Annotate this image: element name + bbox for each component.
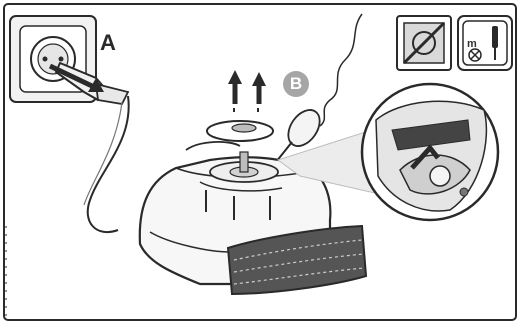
step-b-badge: B [283,71,309,97]
lift-arrows-icon [228,70,266,104]
step-a-label: A [100,30,116,56]
power-cord [320,14,362,126]
tool-text-label: m [467,38,477,50]
swivel-cap [207,108,273,141]
no-filter-icon [397,16,451,70]
